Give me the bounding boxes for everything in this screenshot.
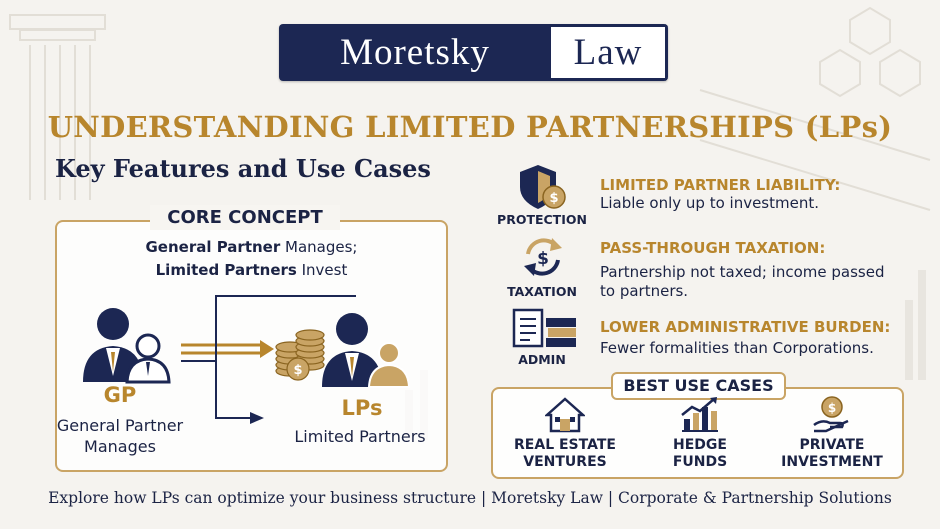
best-use-cases-heading: BEST USE CASES: [611, 372, 786, 400]
use-case-private-investment-line-2: INVESTMENT: [781, 454, 883, 470]
dollar-cycle-icon: $: [524, 238, 562, 276]
use-case-real-estate-line-1: REAL ESTATE: [514, 437, 616, 453]
core-line-1-rest: Manages;: [280, 238, 358, 256]
core-line-2-bold: Limited Partners: [155, 261, 297, 279]
lps-description: Limited Partners: [294, 427, 426, 446]
shield-coin-icon: $: [520, 165, 566, 209]
gp-description: General Partner Manages: [40, 415, 200, 457]
use-case-real-estate-line-2: VENTURES: [523, 454, 607, 470]
use-case-hedge-funds: HEDGE FUNDS: [635, 437, 765, 471]
arrow-right-navy-icon: [250, 412, 264, 424]
hand-coin-icon: $: [813, 396, 849, 433]
core-line-2-rest: Invest: [296, 261, 348, 279]
feature-desc-liability: Liable only up to investment.: [600, 194, 819, 212]
svg-text:$: $: [537, 249, 549, 269]
footer-tagline: Explore how LPs can optimize your busine…: [48, 489, 892, 507]
general-partner-icon: [83, 308, 171, 384]
arrow-right-gold-icon: [260, 340, 274, 358]
svg-text:$: $: [549, 191, 558, 206]
feature-desc-taxation: Partnership not taxed; income passed to …: [600, 263, 885, 300]
feature-title-liability: LIMITED PARTNER LIABILITY:: [600, 176, 841, 194]
moretsky-law-logo: Moretsky Law: [279, 24, 668, 81]
lps-label: LPs: [341, 396, 383, 420]
house-icon: [545, 397, 585, 433]
limited-partners-icon: $: [275, 313, 411, 388]
svg-text:$: $: [828, 401, 836, 415]
use-case-hedge-funds-line-2: FUNDS: [672, 454, 728, 470]
feature-desc-admin: Fewer formalities than Corporations.: [600, 339, 874, 357]
core-concept-line-1: General Partner Manages;: [55, 238, 448, 256]
bar-chart-icon: [681, 397, 718, 432]
feature-title-taxation: PASS-THROUGH TAXATION:: [600, 239, 826, 257]
protection-caption: PROTECTION: [497, 212, 587, 227]
gp-description-line-1: General Partner: [56, 416, 184, 435]
gp-label: GP: [103, 383, 137, 407]
page-title: UNDERSTANDING LIMITED PARTNERSHIPS (LPs): [47, 110, 893, 144]
page-subtitle: Key Features and Use Cases: [55, 154, 431, 183]
use-case-private-investment-line-1: PRIVATE: [799, 437, 865, 453]
svg-text:$: $: [293, 363, 302, 378]
use-case-hedge-funds-line-1: HEDGE: [673, 437, 727, 453]
logo-moretsky-text: Moretsky: [279, 24, 551, 81]
taxation-caption: TAXATION: [507, 284, 577, 299]
flow-arrows: [181, 295, 356, 424]
use-case-private-investment: PRIVATE INVESTMENT: [767, 437, 897, 471]
arrow-line-navy-down: [181, 360, 251, 419]
gp-description-line-2: Manages: [84, 437, 156, 456]
core-line-1-bold: General Partner: [145, 238, 281, 256]
logo-law-text: Law: [551, 24, 668, 81]
admin-caption: ADMIN: [518, 352, 566, 367]
use-case-real-estate: REAL ESTATE VENTURES: [500, 437, 630, 471]
documents-icon: [512, 308, 576, 348]
core-concept-heading: CORE CONCEPT: [150, 205, 340, 230]
core-concept-line-2: Limited Partners Invest: [55, 261, 448, 279]
feature-title-admin: LOWER ADMINISTRATIVE BURDEN:: [600, 318, 891, 336]
